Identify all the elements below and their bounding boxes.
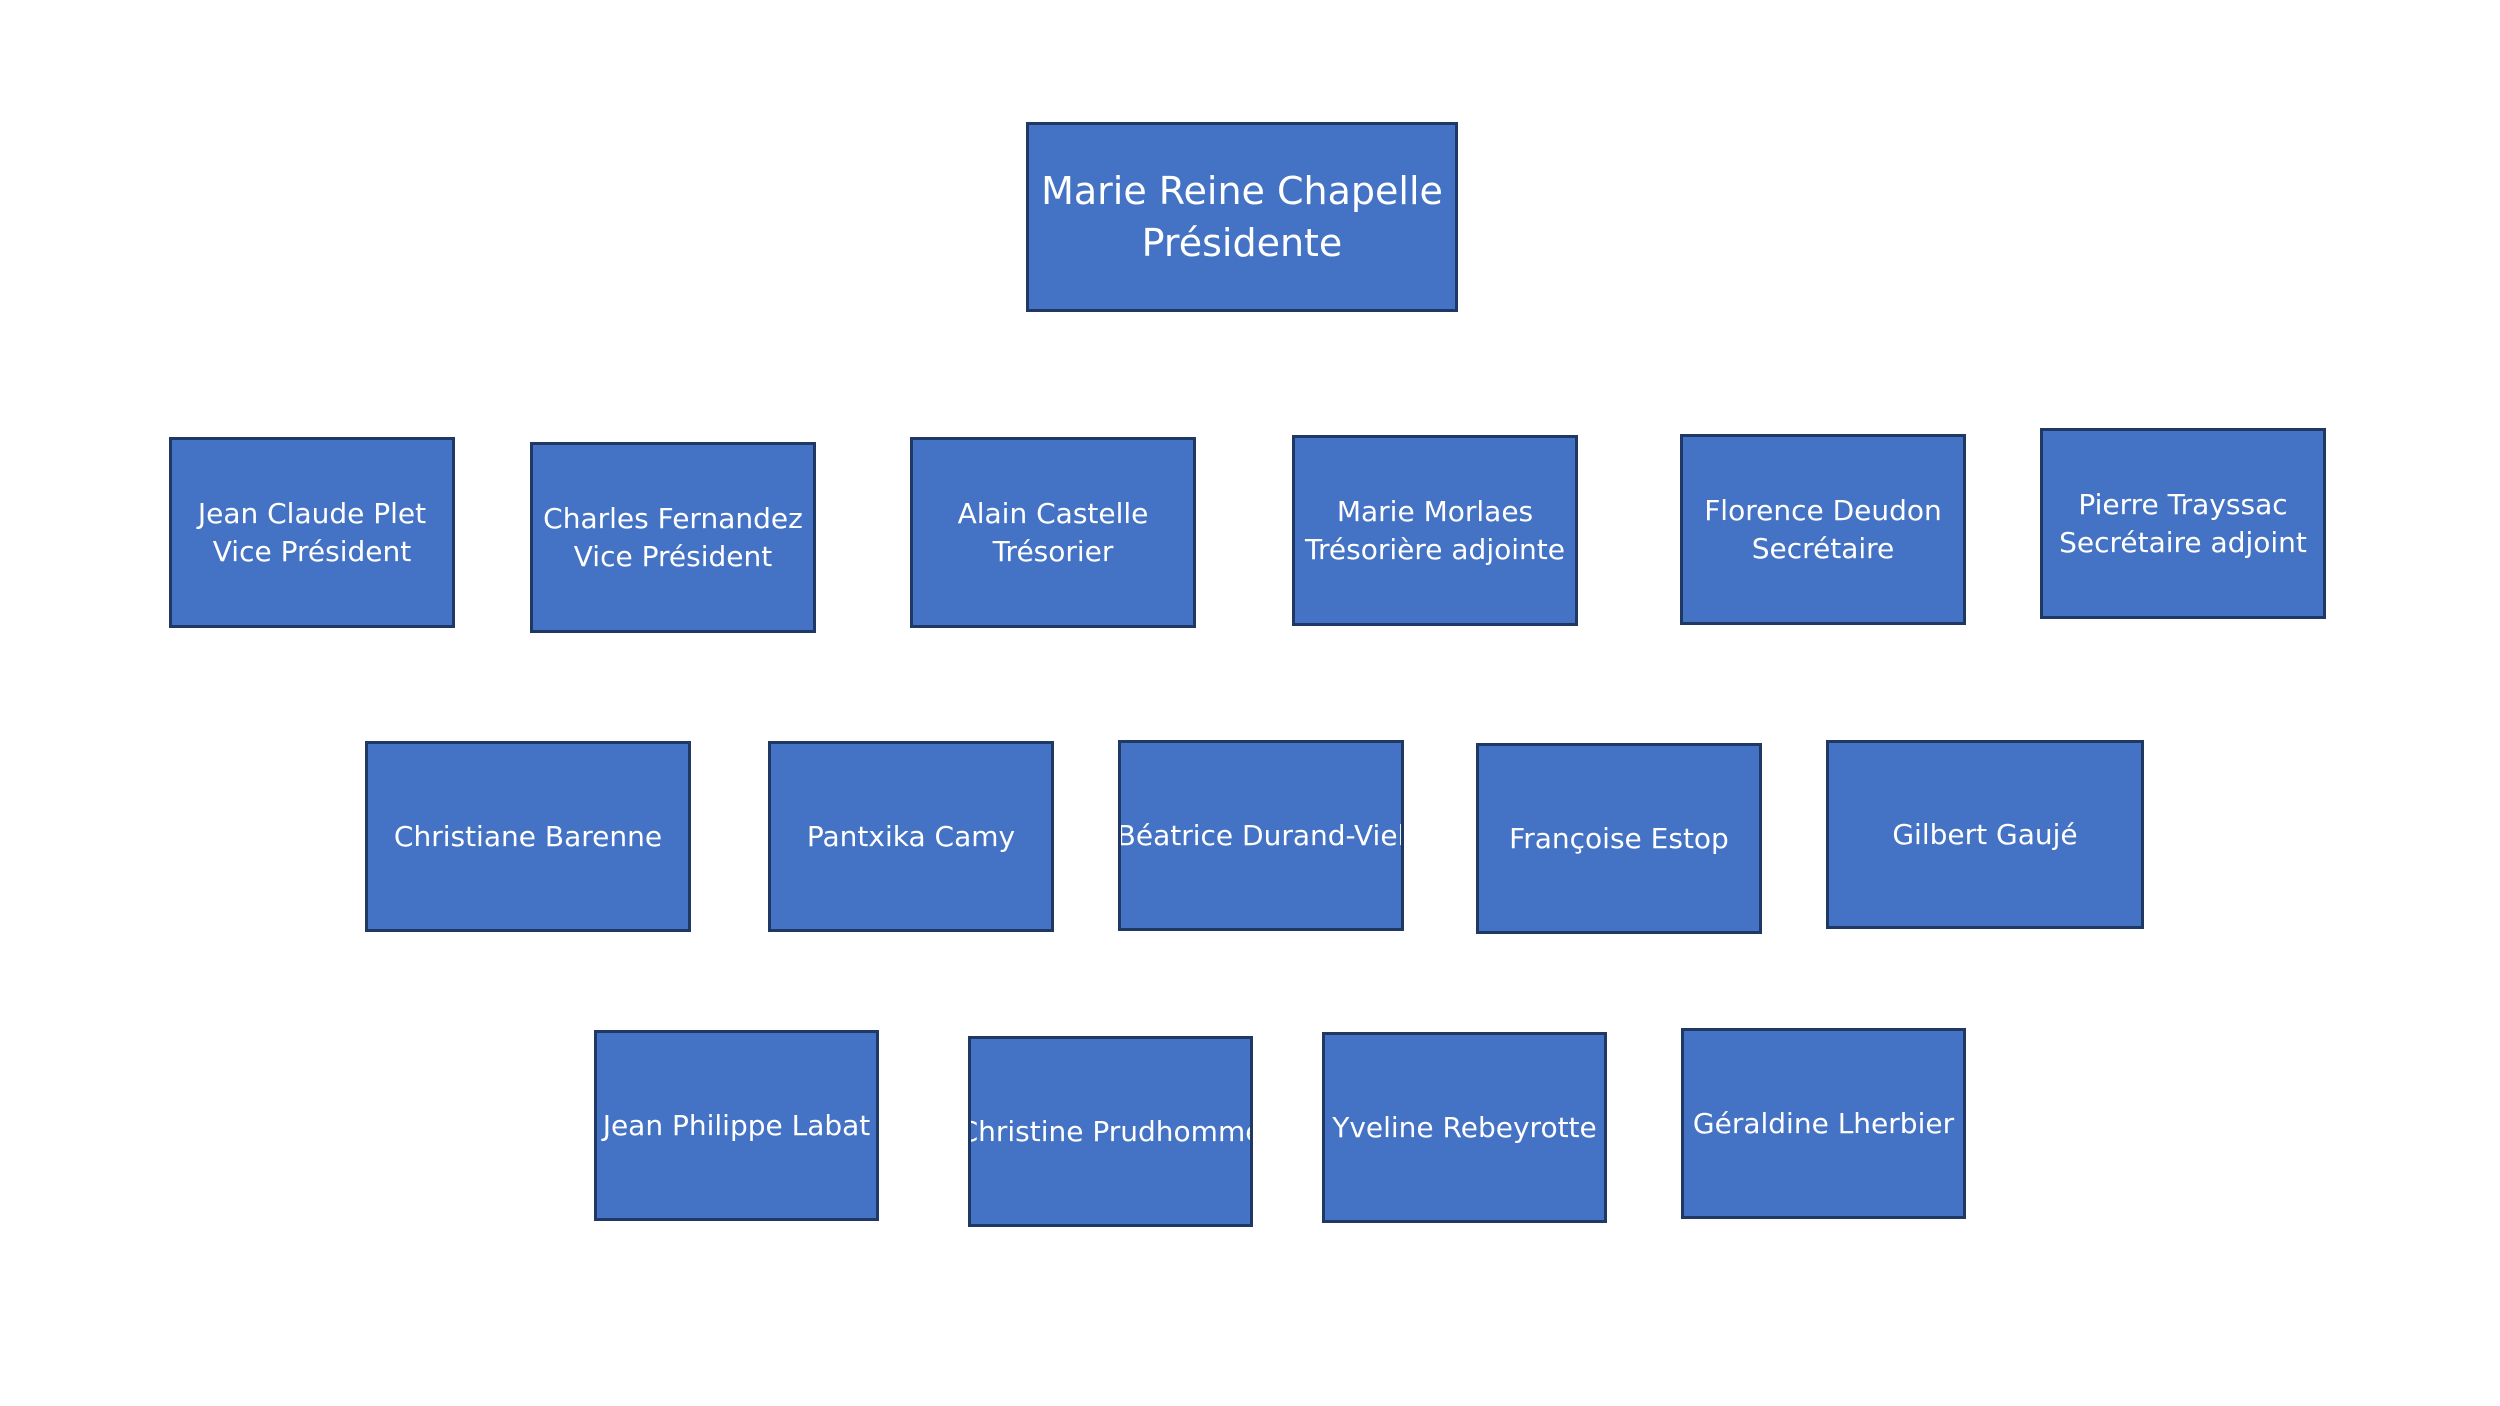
- member-name: Pierre Trayssac: [2078, 487, 2288, 521]
- member-role: Secrétaire adjoint: [2059, 525, 2307, 559]
- president-name: Marie Reine Chapelle: [1041, 169, 1443, 213]
- bureau-box-vice-president-2[interactable]: Charles Fernandez Vice Président: [530, 442, 816, 633]
- president-role: Présidente: [1141, 221, 1343, 265]
- bureau-box-tresoriere-adjointe[interactable]: Marie Morlaes Trésorière adjointe: [1292, 435, 1578, 626]
- member-name: Charles Fernandez: [543, 501, 803, 535]
- member-box-durand-viel[interactable]: Béatrice Durand-Viel: [1118, 740, 1404, 931]
- member-role: Vice Président: [212, 534, 412, 568]
- bureau-box-secretaire[interactable]: Florence Deudon Secrétaire: [1680, 434, 1966, 625]
- bureau-box-secretaire-adjoint[interactable]: Pierre Trayssac Secrétaire adjoint: [2040, 428, 2326, 619]
- member-box-prudhomme[interactable]: Christine Prudhomme: [968, 1036, 1253, 1227]
- member-role: Trésorière adjointe: [1305, 532, 1565, 566]
- bureau-box-vice-president-1[interactable]: Jean Claude Plet Vice Président: [169, 437, 455, 628]
- member-name: Béatrice Durand-Viel: [1118, 818, 1404, 852]
- member-name: Florence Deudon: [1704, 493, 1942, 527]
- member-box-barenne[interactable]: Christiane Barenne: [365, 741, 691, 932]
- member-name: Christiane Barenne: [393, 819, 663, 853]
- member-name: Françoise Estop: [1509, 821, 1729, 855]
- member-box-labat[interactable]: Jean Philippe Labat: [594, 1030, 879, 1221]
- member-name: Jean Philippe Labat: [602, 1108, 871, 1142]
- member-role: Vice Président: [573, 539, 773, 573]
- president-box[interactable]: Marie Reine Chapelle Présidente: [1026, 122, 1458, 312]
- member-name: Christine Prudhomme: [968, 1114, 1253, 1148]
- member-box-rebeyrotte[interactable]: Yveline Rebeyrotte: [1322, 1032, 1607, 1223]
- member-name: Yveline Rebeyrotte: [1332, 1110, 1597, 1144]
- member-role: Trésorier: [992, 534, 1114, 568]
- member-name: Géraldine Lherbier: [1692, 1106, 1955, 1140]
- bureau-box-tresorier[interactable]: Alain Castelle Trésorier: [910, 437, 1196, 628]
- member-box-estop[interactable]: Françoise Estop: [1476, 743, 1762, 934]
- member-name: Gilbert Gaujé: [1892, 817, 2078, 851]
- member-box-camy[interactable]: Pantxika Camy: [768, 741, 1054, 932]
- member-role: Secrétaire: [1751, 531, 1895, 565]
- member-name: Pantxika Camy: [806, 819, 1016, 853]
- member-name: Marie Morlaes: [1336, 494, 1534, 528]
- member-name: Jean Claude Plet: [197, 496, 427, 530]
- member-box-lherbier[interactable]: Géraldine Lherbier: [1681, 1028, 1966, 1219]
- member-box-gauje[interactable]: Gilbert Gaujé: [1826, 740, 2144, 929]
- member-name: Alain Castelle: [957, 496, 1149, 530]
